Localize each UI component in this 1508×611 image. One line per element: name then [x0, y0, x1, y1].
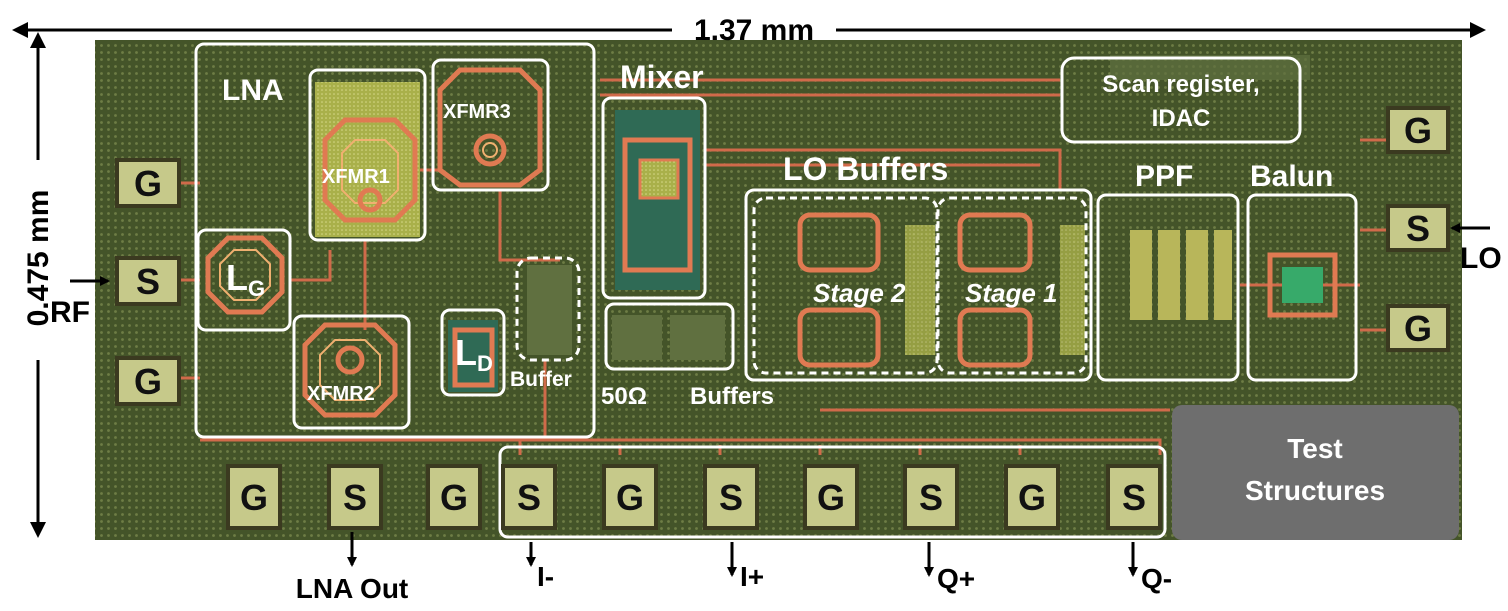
xfmr1-art [315, 82, 420, 237]
xfmr1-label: XFMR1 [322, 166, 390, 188]
stage2-label: Stage 2 [813, 278, 906, 308]
ppf-outline [1096, 193, 1240, 382]
height-dimension-label: 0.475 mm [22, 190, 55, 327]
i-minus-port: I- [526, 542, 554, 592]
bottom-pads: G S G S G S G S G S [226, 464, 1162, 530]
bottom-pad-4 [501, 464, 557, 530]
bottom-pad-8 [903, 464, 959, 530]
bottom-pad-6-label: S [719, 477, 743, 518]
bottom-pad-2 [327, 464, 383, 530]
test-label-line1: Test [1287, 433, 1343, 464]
bottom-pad-2-label: S [343, 477, 367, 518]
right-pad-3-label: G [1404, 308, 1432, 349]
right-pad-1 [1386, 106, 1450, 154]
left-pad-1 [115, 158, 181, 208]
bottom-pad-9-label: G [1018, 477, 1046, 518]
left-pad-3-label: G [134, 361, 162, 402]
width-dimension-label: 1.37 mm [694, 14, 814, 47]
width-dimension: 1.37 mm [12, 14, 1486, 47]
bottom-pad-10 [1106, 464, 1162, 530]
bottom-pad-3-label: G [440, 477, 468, 518]
balun-outline [1246, 193, 1358, 382]
bottom-pad-10-label: S [1122, 477, 1146, 518]
xfmr3-art [437, 67, 543, 188]
lna-outline [194, 42, 596, 439]
right-pad-1-label: G [1404, 110, 1432, 151]
bottom-pad-7 [803, 464, 859, 530]
height-dimension: 0.475 mm [22, 32, 55, 538]
bottom-pad-5-label: G [616, 477, 644, 518]
bottom-pad-7-label: G [817, 477, 845, 518]
right-pad-2-label: S [1406, 208, 1430, 249]
rf-port: RF [50, 276, 110, 329]
ld-label: LD [455, 332, 493, 376]
ppf-art [1130, 230, 1232, 320]
lna-out-port: LNA Out [296, 532, 409, 604]
lo-buffer-art [797, 212, 1085, 368]
q-plus-label: Q+ [937, 563, 975, 594]
xfmr1-outline [308, 68, 427, 242]
bottom-pad-3 [426, 464, 482, 530]
lg-outline [196, 228, 292, 332]
xfmr3-label: XFMR3 [443, 101, 511, 123]
lna-out-label: LNA Out [296, 573, 409, 604]
fifty-ohm-buffers-outline [604, 302, 735, 371]
xfmr2-label: XFMR2 [307, 383, 375, 405]
balun-art [1267, 252, 1338, 318]
scan-register-label-line1: Scan register, [1102, 71, 1259, 98]
bottom-pad-4-label: S [517, 477, 541, 518]
lg-inductor-art [205, 235, 285, 315]
left-pads: G S G [115, 158, 181, 406]
buffer-label: Buffer [510, 368, 572, 391]
lg-label: LG [226, 257, 265, 301]
test-structures-box [1172, 405, 1459, 540]
ld-outline [440, 308, 506, 397]
left-pad-1-label: G [134, 163, 162, 204]
lna-label: LNA [222, 74, 284, 107]
q-minus-port: Q- [1128, 542, 1172, 594]
stage1-label: Stage 1 [965, 278, 1058, 308]
i-plus-port: I+ [727, 542, 764, 592]
bottom-pad-1-label: G [240, 477, 268, 518]
mixer-label: Mixer [620, 59, 704, 95]
scan-register-outline [1060, 56, 1302, 144]
i-plus-label: I+ [740, 561, 764, 592]
left-pad-2-label: S [136, 261, 160, 302]
scan-register-label-line2: IDAC [1152, 105, 1211, 132]
lo-buffers-label: LO Buffers [783, 151, 948, 187]
buffers-label: Buffers [690, 383, 774, 410]
mixer-core-art [615, 110, 700, 290]
rf-label: RF [50, 296, 90, 329]
i-minus-label: I- [537, 561, 554, 592]
bottom-pad-8-label: S [919, 477, 943, 518]
stage1-outline [936, 196, 1088, 375]
iq-output-outline [498, 445, 1167, 539]
xfmr2-outline [292, 314, 411, 430]
xfmr3-outline [431, 58, 550, 192]
left-pad-2 [115, 256, 181, 306]
ld-inductor-art [448, 320, 498, 392]
right-pads: G S G [1386, 106, 1450, 352]
bottom-pad-6 [703, 464, 759, 530]
right-pad-2 [1386, 204, 1450, 252]
ppf-label: PPF [1135, 160, 1193, 193]
fifty-ohm-label: 50Ω [601, 383, 647, 410]
bottom-pad-5 [602, 464, 658, 530]
right-pad-3 [1386, 304, 1450, 352]
buffer-outline [515, 256, 581, 362]
lo-port: LO [1450, 223, 1502, 275]
lo-buffers-outline [744, 188, 1093, 382]
q-minus-label: Q- [1141, 563, 1172, 594]
left-pad-3 [115, 356, 181, 406]
bottom-pad-9 [1004, 464, 1060, 530]
mixer-outline [601, 96, 707, 300]
q-plus-port: Q+ [924, 542, 975, 594]
test-label-line2: Structures [1245, 475, 1385, 506]
bottom-pad-1 [226, 464, 282, 530]
lo-label: LO [1460, 242, 1502, 275]
balun-label: Balun [1250, 160, 1333, 193]
xfmr2-art [302, 322, 398, 418]
